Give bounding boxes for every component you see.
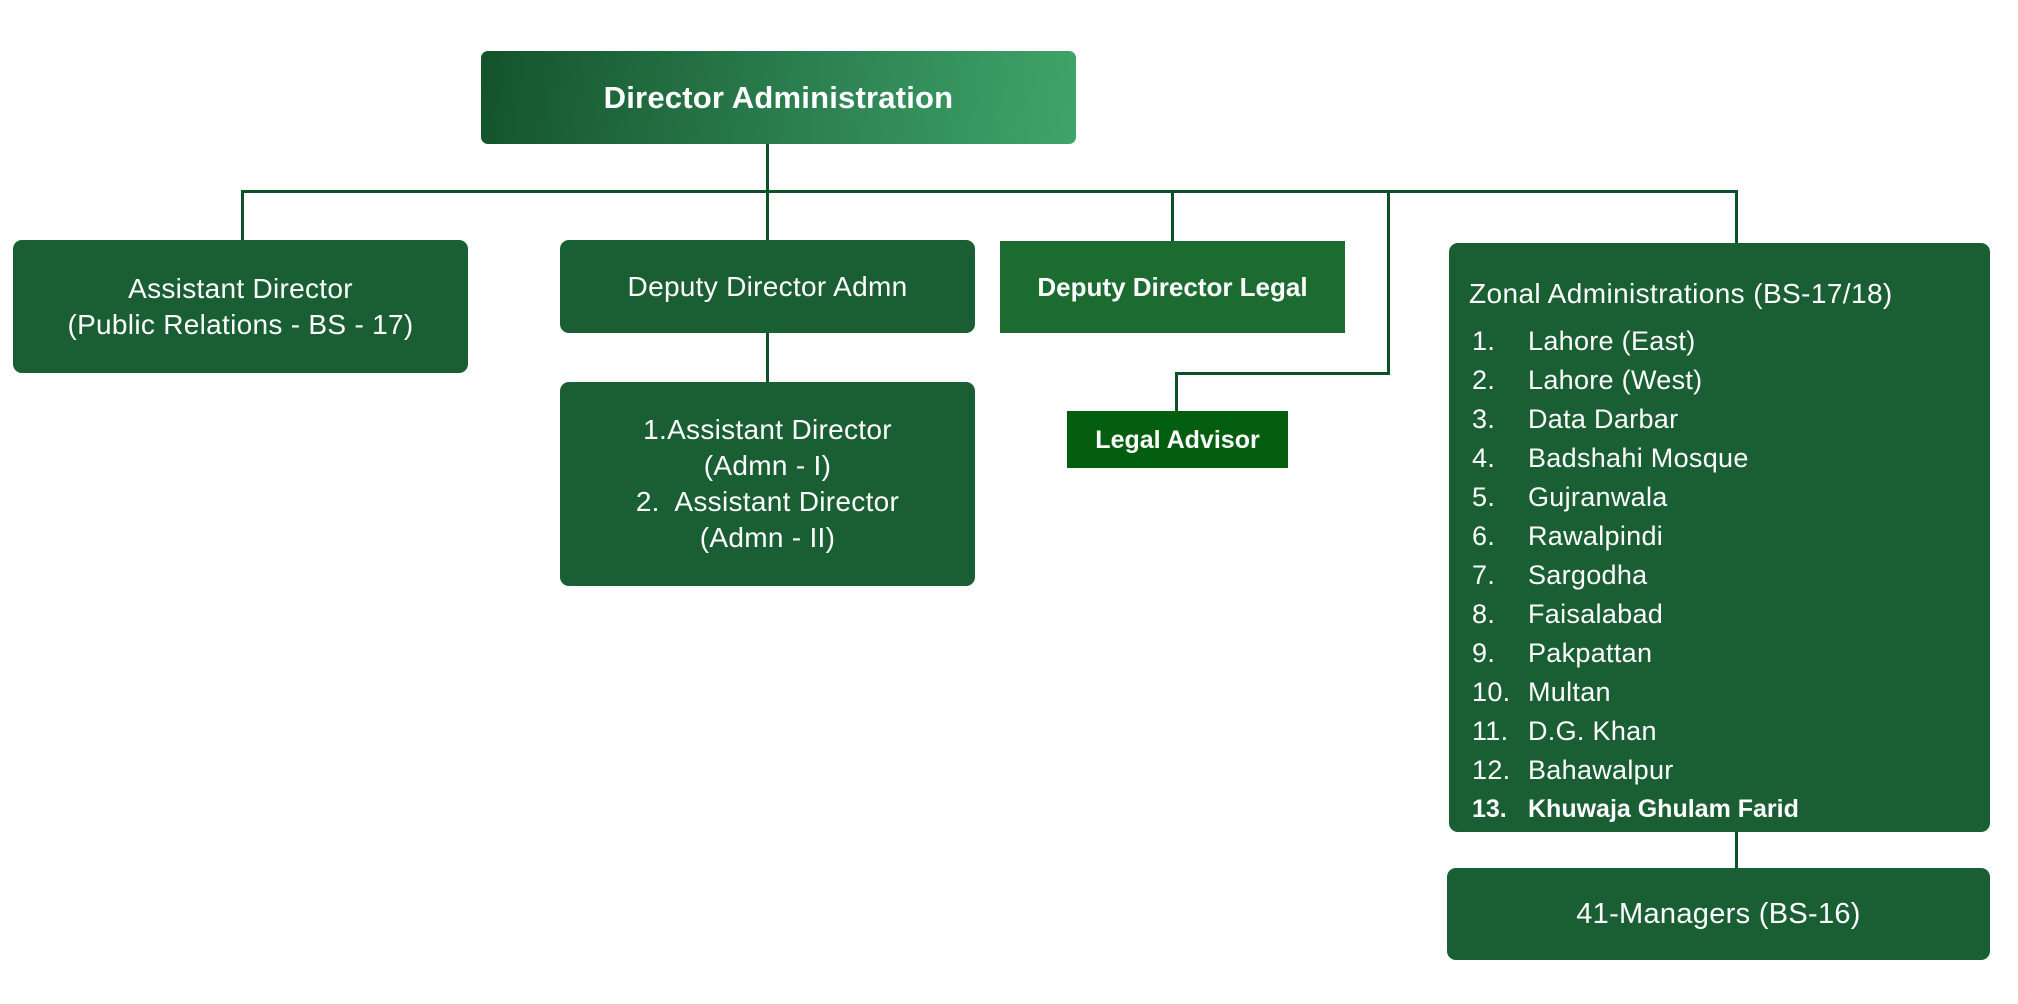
- admn-assistants-line1: 1.Assistant Director: [643, 414, 892, 445]
- connector-legal-elbow-down: [1387, 190, 1390, 375]
- admn-assistants-line3: 2. Assistant Director: [635, 486, 900, 517]
- zonal-list-item: 6. Rawalpindi: [1472, 521, 1664, 551]
- admn-assistants-line2: (Admn - I): [703, 450, 832, 481]
- zonal-list-item: 13. Khuwaja Ghulam Farid: [1472, 795, 1799, 823]
- admn-assistants-box: 1.Assistant Director (Admn - I) 2. Assis…: [560, 382, 975, 586]
- deputy-director-legal-box: Deputy Director Legal: [1000, 241, 1345, 333]
- connector-legal-elbow-across: [1175, 372, 1390, 375]
- deputy-director-admn-box: Deputy Director Admn: [560, 240, 975, 333]
- connector-trunk: [241, 190, 1738, 193]
- managers-label: 41-Managers (BS-16): [1576, 898, 1861, 930]
- connector-legal-advisor-drop: [1175, 372, 1178, 411]
- legal-advisor-box: Legal Advisor: [1067, 411, 1288, 468]
- zonal-administrations-title: Zonal Administrations (BS-17/18): [1469, 278, 1893, 309]
- zonal-list-item: 8. Faisalabad: [1472, 599, 1664, 629]
- connector-managers-drop: [1735, 832, 1738, 868]
- legal-advisor-label: Legal Advisor: [1095, 425, 1260, 454]
- deputy-director-admn-label: Deputy Director Admn: [627, 270, 908, 302]
- connector-admn-sub-drop: [766, 333, 769, 382]
- zonal-administrations-box: Zonal Administrations (BS-17/18) 1. Laho…: [1449, 243, 1990, 832]
- connector-asst-pr-drop: [241, 190, 244, 240]
- admn-assistants-line4: (Admn - II): [699, 522, 836, 553]
- director-administration-label: Director Administration: [603, 79, 954, 115]
- zonal-list-item: 4. Badshahi Mosque: [1472, 443, 1749, 473]
- zonal-list-item: 1. Lahore (East): [1472, 326, 1696, 356]
- zonal-list-item: 10. Multan: [1472, 677, 1611, 707]
- zonal-list-item: 2. Lahore (West): [1472, 365, 1703, 395]
- assistant-director-pr-line2: (Public Relations - BS - 17): [67, 308, 414, 340]
- zonal-list-item: 9. Pakpattan: [1472, 638, 1653, 668]
- zonal-list-item: 5. Gujranwala: [1472, 482, 1668, 512]
- zonal-list-item: 7. Sargodha: [1472, 560, 1648, 590]
- connector-dep-legal-drop: [1171, 190, 1174, 241]
- zonal-list-item: 3. Data Darbar: [1472, 404, 1679, 434]
- zonal-administrations-list: 1. Lahore (East) 2. Lahore (West) 3. Dat…: [1469, 322, 1980, 829]
- managers-box: 41-Managers (BS-16): [1447, 868, 1990, 960]
- zonal-list-item: 12. Bahawalpur: [1472, 755, 1674, 785]
- director-administration-box: Director Administration: [481, 51, 1076, 144]
- zonal-list-item: 11. D.G. Khan: [1472, 716, 1657, 746]
- assistant-director-pr-box: Assistant Director (Public Relations - B…: [13, 240, 468, 373]
- connector-zonal-drop: [1735, 190, 1738, 243]
- assistant-director-pr-line1: Assistant Director: [128, 272, 353, 304]
- deputy-director-legal-label: Deputy Director Legal: [1037, 272, 1308, 302]
